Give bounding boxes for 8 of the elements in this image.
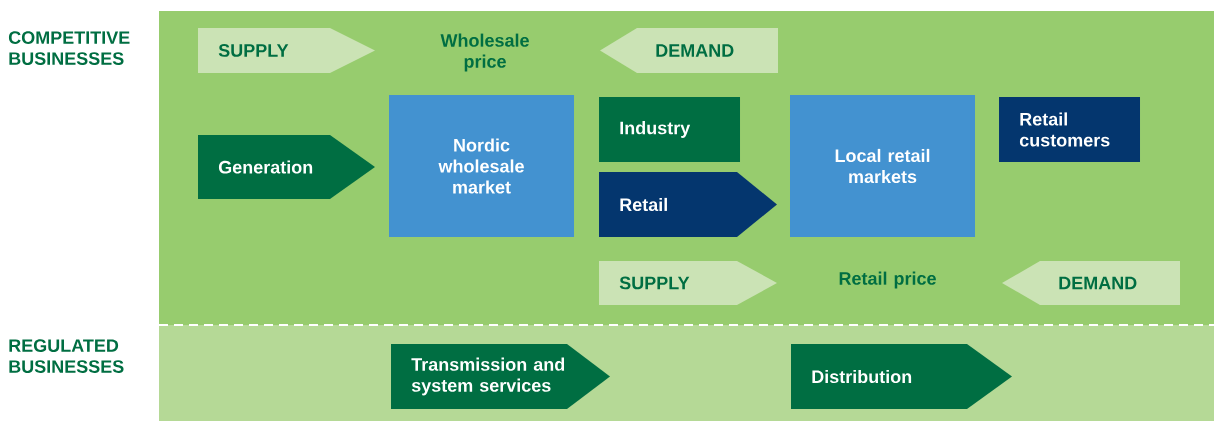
market-box: Local retail markets	[790, 95, 975, 237]
price-label: Wholesale price	[440, 33, 529, 72]
sector-box: Industry	[599, 97, 740, 162]
price-label: Retail price	[839, 271, 936, 289]
section-label: COMPETITIVE BUSINESSES	[8, 31, 130, 65]
section-label: REGULATED BUSINESSES	[9, 339, 124, 373]
customer-box: Retail customers	[999, 97, 1140, 162]
market-box: Nordic wholesale market	[389, 95, 574, 237]
